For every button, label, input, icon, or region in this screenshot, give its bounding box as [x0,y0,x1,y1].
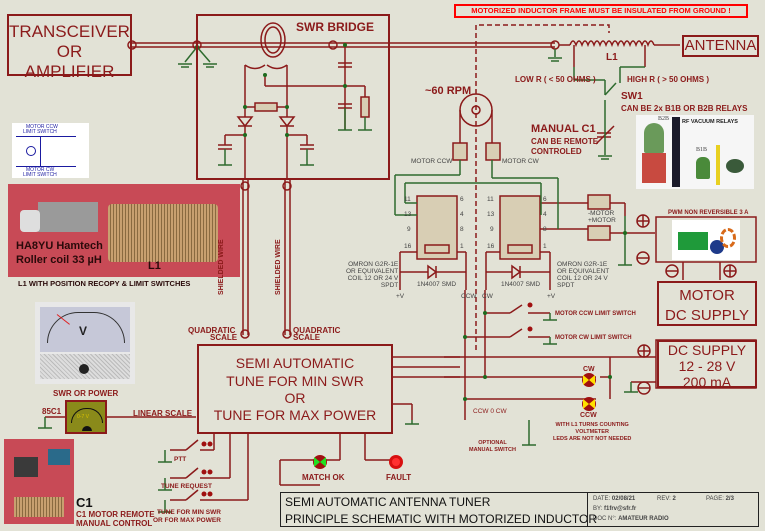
led-ccw-icon [582,397,596,411]
panel-meter-icon: 0-7 V [65,400,107,434]
shielded-wire-1: SHIELDED WIRE [218,239,225,295]
tune-request-label: TUNE REQUEST [161,483,212,490]
linear-scale-label: LINEAR SCALE [133,409,193,418]
c1-label: C1 [76,495,93,510]
roller-coil-photo: HA8YU Hamtech Roller coil 33 µH L1 [8,184,240,277]
vacuum-relays-photo: B2B B1B RF VACUUM RELAYS [636,115,754,189]
limit-switch-inset: MOTOR CCW LIMIT SWITCH MOTOR CW LIMIT SW… [12,123,89,178]
title-block: SEMI AUTOMATIC ANTENNA TUNER PRINCIPLE S… [280,492,759,527]
led-match-ok-icon [313,455,327,469]
led-ccw-label: CCW [580,412,597,419]
rpm-label: ~60 RPM [425,85,472,97]
warning-banner: MOTORIZED INDUCTOR FRAME MUST BE INSULAT… [454,4,748,18]
shielded-wire-2: SHIELDED WIRE [275,239,282,295]
sw1-label: SW1 [621,91,643,102]
ptt-switch-label: PTT [174,456,187,463]
motor-plus-label: +MOTOR [588,217,616,224]
motor-ccw-label: MOTOR CCW [411,158,453,165]
ccw-limit-label: MOTOR CCW LIMIT SWITCH [555,311,636,317]
omron-note-1: OMRON G2R-1E OR EQUIVALENT COIL 12 OR 24… [346,261,399,289]
controller-block: SEMI AUTOMATIC TUNE FOR MIN SWR OR TUNE … [197,344,393,434]
antenna-block: ANTENNA [682,35,759,57]
high-r-label: HIGH R ( > 50 OHMS ) [627,75,710,84]
tune-mode-label: TUNE FOR MIN SWR [157,509,221,516]
transceiver-block: TRANSCEIVER OR AMPLIFIER [7,14,132,81]
voltmeter-note: WITH L1 TURNS COUNTING VOLTMETER LEDS AR… [553,422,632,442]
meter-ref-label: 85C1 [42,407,62,416]
l1-caption: L1 WITH POSITION RECOPY & LIMIT SWITCHES [18,279,191,288]
match-ok-label: MATCH OK [302,473,345,482]
led-fault-icon [389,455,403,469]
pwm-label: PWM NON REVERSIBLE 3 A [668,210,749,216]
motor-cw-label: MOTOR CW [502,158,539,165]
l1-label: L1 [606,52,618,63]
motor-dc-supply-block: MOTOR DC SUPPLY [657,281,757,326]
motor-minus-label: -MOTOR [588,210,615,217]
swr-power-label: SWR OR POWER [53,389,119,398]
led-cw-icon [582,373,596,387]
c1-remote-photo [4,439,74,524]
title-text: SEMI AUTOMATIC ANTENNA TUNER [285,495,491,509]
manual-c1-label: MANUAL C1 [531,123,596,135]
led-cw-label: CW [583,366,595,373]
swr-bridge-block: SWR BRIDGE [196,14,390,180]
diode-2-label: 1N4007 SMD [501,281,541,288]
omron-note-2: OMRON G2R-1E OR EQUIVALENT COIL 12 OR 24… [557,261,610,289]
sw1-note: CAN BE 2x B1B OR B2B RELAYS [621,104,748,113]
diode-1-label: 1N4007 SMD [417,281,457,288]
dc-supply-block: DC SUPPLY 12 - 28 V 200 mA [657,340,757,390]
voltmeter-photo: V [35,302,135,384]
optional-manual-switch: OPTIONAL MANUAL SWITCH [469,440,516,453]
fault-label: FAULT [386,473,412,482]
manual-switch-positions: CCW 0 CW [473,408,507,415]
cw-limit-label: MOTOR CW LIMIT SWITCH [555,335,632,341]
subtitle-text: PRINCIPLE SCHEMATIC WITH MOTORIZED INDUC… [285,512,598,526]
low-r-label: LOW R ( < 50 OHMS ) [515,75,596,84]
pwm-module-photo [672,220,740,260]
swr-bridge-title: SWR BRIDGE [296,20,374,34]
